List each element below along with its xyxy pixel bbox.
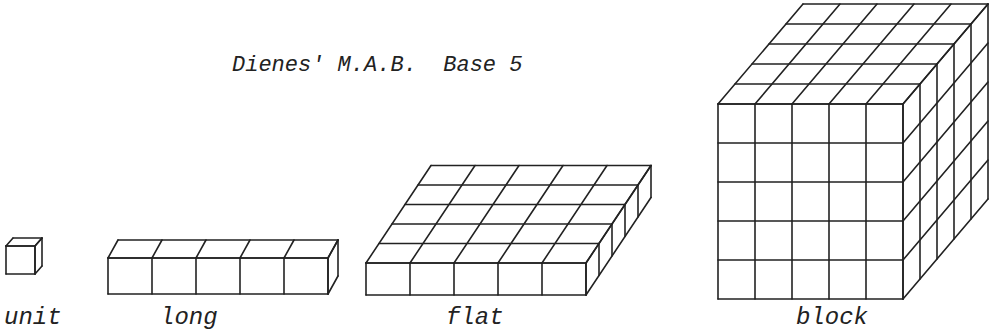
block-cube: [718, 4, 988, 299]
piece-label: flat: [446, 305, 504, 331]
flat-square: [366, 166, 651, 296]
unit-cube: [6, 238, 42, 274]
piece-label: block: [796, 305, 868, 331]
piece-label: long: [160, 305, 218, 331]
diagram-title: Dienes' M.A.B. Base 5: [232, 54, 522, 78]
piece-label: unit: [4, 305, 62, 331]
long-rod: [108, 240, 338, 294]
